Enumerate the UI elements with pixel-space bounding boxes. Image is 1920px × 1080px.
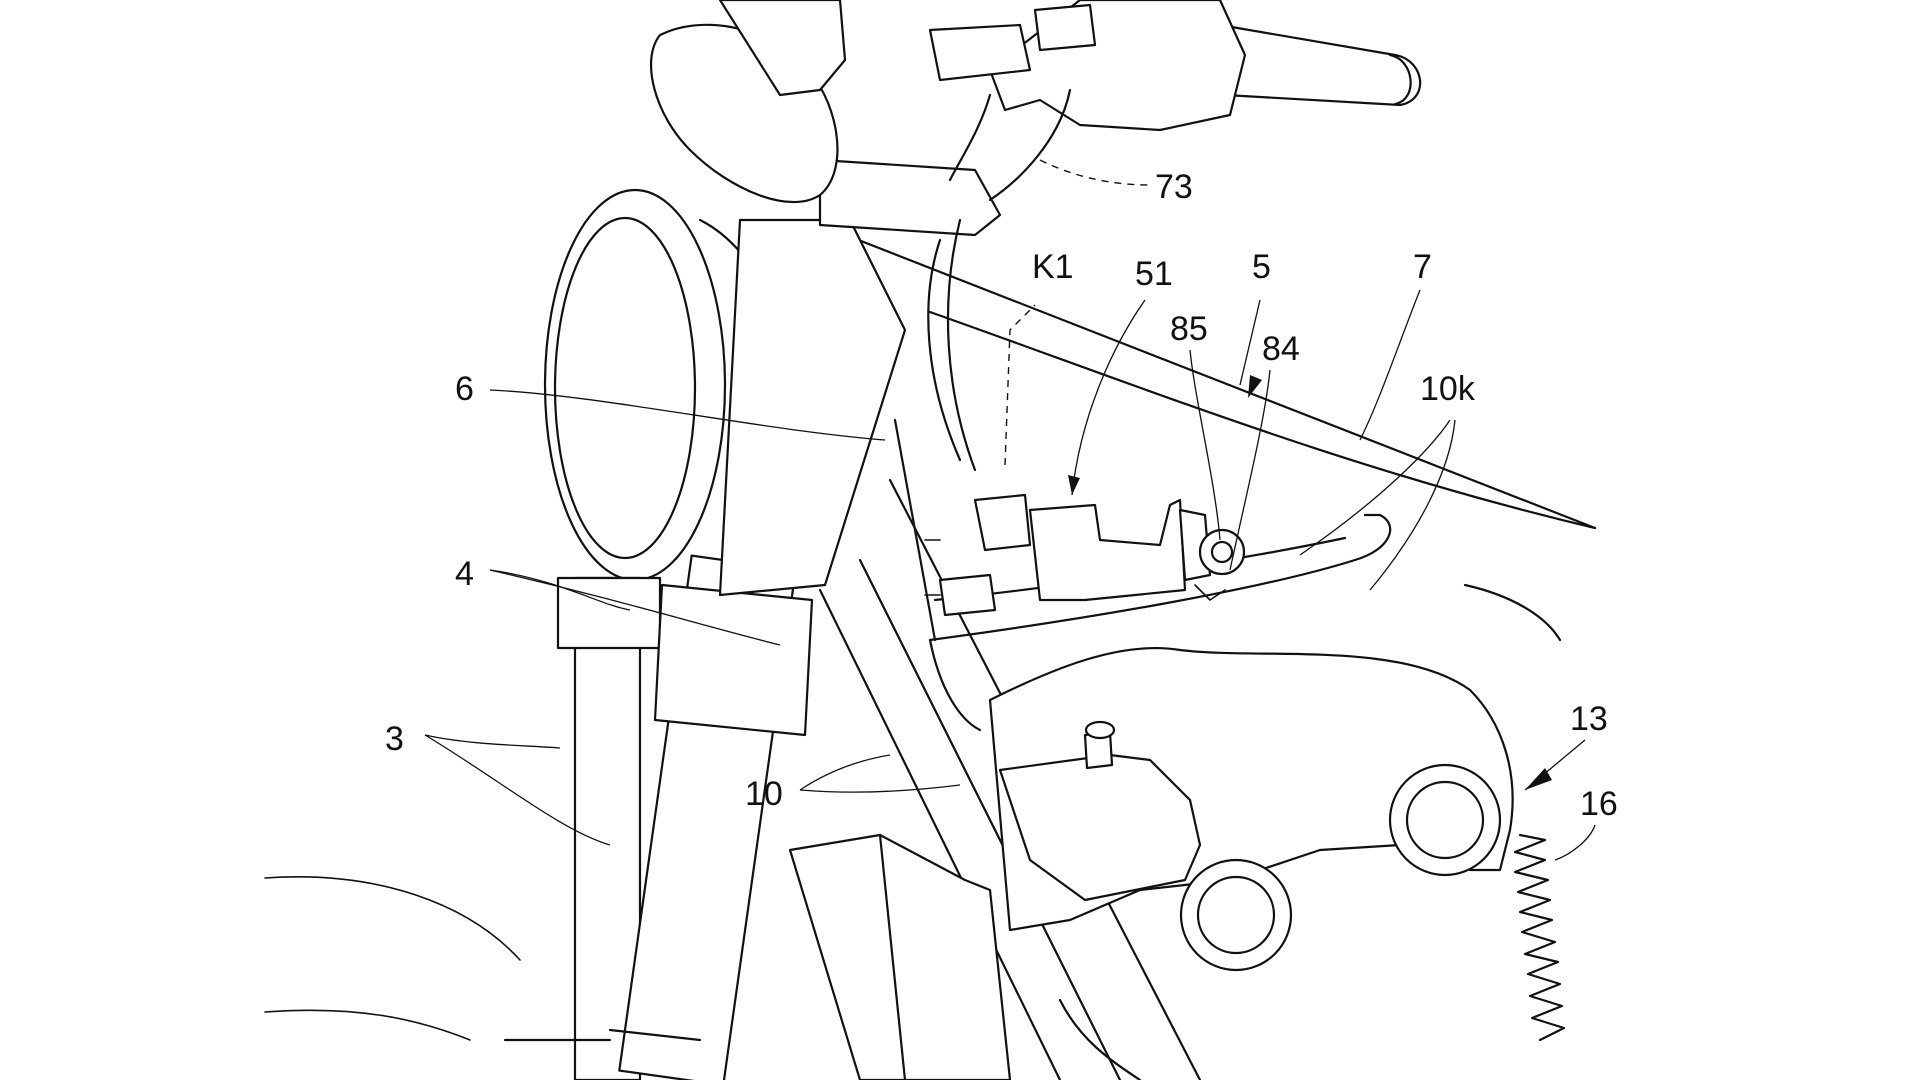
label-4: 4 [455, 555, 474, 593]
leader-10k-a [1299, 419, 1451, 556]
headlight-lens [553, 216, 697, 560]
label-73: 73 [1155, 168, 1193, 206]
label-7: 7 [1413, 248, 1432, 286]
fuel-tank-lower-edge [1463, 583, 1562, 642]
label-13: 13 [1570, 700, 1608, 738]
steering-head-pipe [718, 218, 907, 597]
leader-16 [1554, 824, 1596, 861]
leader-5 [1239, 299, 1261, 386]
fitting-85-center [1210, 540, 1234, 564]
leader-4-a [489, 569, 631, 611]
actuator-51 [924, 493, 1246, 617]
cable-routed [927, 238, 962, 462]
lower-box [788, 833, 1012, 1080]
arrow-51 [1068, 475, 1080, 495]
fitting-85 [1198, 528, 1246, 576]
front-fender-upper-arc [264, 876, 521, 961]
label-16: 16 [1580, 785, 1618, 823]
label-10: 10 [745, 775, 783, 813]
reference-labels: 73 K1 51 5 7 85 84 10k 6 4 3 10 13 16 [385, 168, 1618, 823]
label-6: 6 [455, 370, 474, 408]
cooling-fins-16 [1513, 833, 1566, 1042]
engine-lower-edge [1058, 998, 1142, 1080]
down-tube-right-edge [858, 558, 1122, 1080]
label-84: 84 [1262, 330, 1300, 368]
sensor-stub-top [1084, 720, 1116, 740]
connector-upper [973, 493, 1032, 552]
fork-bottom-band-right [608, 1028, 702, 1042]
arrow-5 [1248, 375, 1262, 398]
front-fork [503, 554, 814, 1080]
arrow-13 [1525, 768, 1552, 790]
lower-box-edge [878, 833, 907, 1080]
leader-lines [424, 159, 1596, 861]
leader-85 [1189, 349, 1221, 541]
bracket-box [1033, 3, 1097, 52]
fitting-85-bracket [1194, 584, 1226, 601]
headlight-housing [543, 188, 727, 582]
right-fork-clamp [653, 583, 814, 737]
fuel-tank-upper-line [818, 223, 1597, 530]
cable-upper [948, 93, 992, 182]
leader-10k-b [1369, 419, 1456, 591]
frame-gusset-edge [893, 418, 937, 642]
label-51: 51 [1135, 255, 1173, 293]
leader-51 [1071, 299, 1146, 496]
cable-73 [988, 88, 1072, 202]
leader-4-b [489, 569, 781, 646]
upper-bracket [818, 158, 1002, 237]
leader-7 [1359, 289, 1421, 441]
left-switch [718, 0, 847, 97]
connector-pins [924, 539, 941, 596]
label-10k: 10k [1420, 370, 1476, 408]
front-fender-lower-arc [264, 1009, 471, 1041]
frame-bend [928, 638, 982, 732]
exhaust-port-left-inner [1196, 875, 1276, 955]
leader-3-a [424, 734, 561, 749]
leader-10-b [799, 784, 961, 793]
exhaust-port-right-inner [1405, 780, 1485, 860]
grip-end [1388, 53, 1412, 106]
down-tube-left-edge [818, 588, 1062, 1080]
leader-84 [1229, 369, 1271, 571]
label-K1: K1 [1032, 248, 1074, 286]
handlebar-assembly [650, 0, 1422, 472]
leader-3-b [424, 734, 611, 846]
cylinder-head-13 [988, 646, 1514, 1080]
leader-10-a [799, 754, 891, 791]
frame-rail-10k-lower [928, 513, 1392, 642]
connector-lower [938, 573, 997, 617]
clutch-lever-mount [928, 23, 1032, 82]
leader-K1 [1004, 304, 1036, 466]
label-5: 5 [1252, 248, 1271, 286]
cable-routed-2 [946, 218, 977, 472]
leader-73 [1039, 159, 1151, 186]
label-85: 85 [1170, 310, 1208, 348]
left-fork-clamp [556, 576, 662, 650]
fuel-tank-mid-line [928, 310, 1597, 530]
actuator-body [1028, 498, 1187, 602]
throttle-body [998, 753, 1202, 902]
leader-6 [489, 389, 886, 441]
label-3: 3 [385, 720, 404, 758]
